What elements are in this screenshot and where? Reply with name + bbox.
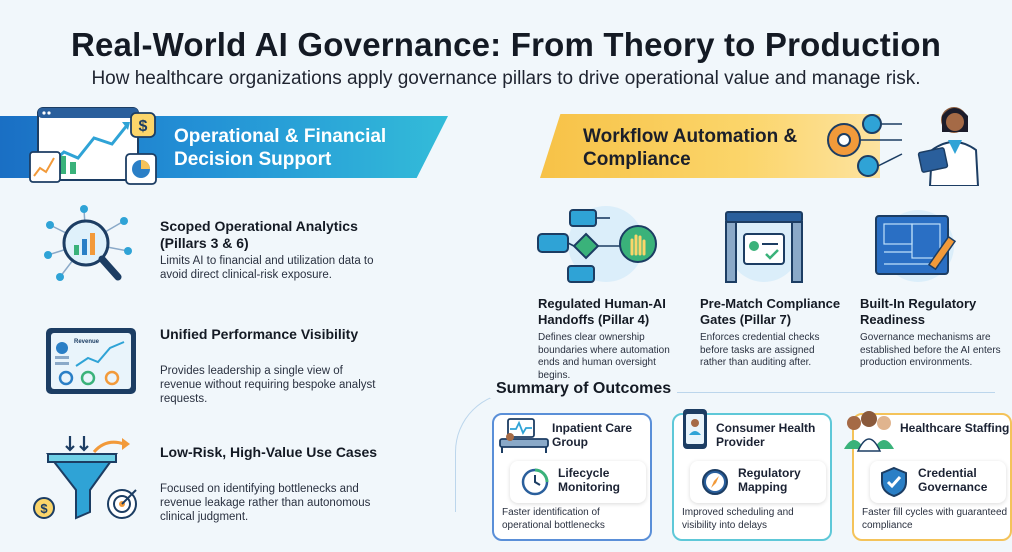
workflow-item-description: Governance mechanisms are established be… — [860, 332, 1001, 368]
workflow-item-title: Pre-Match Compliance Gates (Pillar 7) — [700, 296, 841, 327]
left-item-title: Scoped Operational Analytics (Pillars 3 … — [160, 218, 358, 251]
left-item-description: Limits AI to financial and utilization d… — [160, 255, 374, 281]
summary-connector-line — [455, 392, 995, 512]
card-org-name: Inpatient Care Group — [552, 421, 633, 449]
workflow-item-description: Enforces credential checks before tasks … — [700, 332, 820, 368]
compass-icon — [702, 469, 728, 495]
left-section-title: Operational & Financial Decision Support — [174, 126, 387, 170]
card-result: Faster identification of operational bot… — [502, 507, 605, 531]
magnifier-network-icon — [44, 205, 132, 281]
page-subtitle: How healthcare organizations apply gover… — [91, 68, 921, 89]
card-capability-label: Regulatory Mapping — [738, 466, 801, 494]
care-staff-icon — [844, 411, 894, 452]
card-capability: Credential Governance — [870, 461, 1006, 503]
left-item-description: Provides leadership a single view of rev… — [160, 365, 376, 405]
funnel-target-icon: $ — [33, 436, 137, 520]
card-capability-label: Credential Governance — [918, 466, 988, 494]
page-title: Real-World AI Governance: From Theory to… — [70, 26, 942, 63]
card-result: Improved scheduling and visibility into … — [682, 507, 794, 531]
right-section-title: Workflow Automation & Compliance — [583, 126, 798, 170]
svg-text:$: $ — [139, 118, 148, 135]
summary-title: Summary of Outcomes — [490, 380, 678, 398]
clock-cycle-icon — [521, 468, 549, 496]
right-section-banner — [540, 114, 880, 178]
dashboard-chart-icon — [29, 107, 157, 185]
performance-dashboard-icon: Revenue — [46, 328, 136, 394]
dashboard-mini-label: Revenue — [74, 339, 100, 345]
left-item-title: Low-Risk, High-Value Use Cases — [160, 444, 378, 460]
outcome-card: Consumer Health Provider Regulatory Mapp… — [672, 409, 832, 541]
dollar-coin-icon: $ — [130, 112, 156, 138]
left-item-description: Focused on identifying bottlenecks and r… — [160, 483, 371, 523]
svg-text:$: $ — [40, 501, 48, 516]
hospital-bed-icon — [499, 418, 549, 453]
outcome-card: Inpatient Care Group Lifecycle Monitorin… — [492, 413, 652, 541]
doctor-tablet-icon — [917, 107, 980, 186]
blueprint-pencil-icon — [875, 210, 957, 282]
workflow-item-title: Built-In Regulatory Readiness — [860, 296, 977, 327]
shield-check-icon — [881, 466, 907, 498]
outcome-card: Healthcare Staffing Credential Governanc… — [844, 411, 1012, 541]
flowchart-hand-icon — [537, 206, 657, 283]
card-org-name: Consumer Health Provider — [716, 421, 816, 449]
left-item-title: Unified Performance Visibility — [160, 326, 359, 342]
card-org-name: Healthcare Staffing — [900, 421, 1010, 435]
workflow-item-description: Defines clear ownership boundaries where… — [538, 332, 670, 381]
card-capability: Regulatory Mapping — [690, 461, 826, 503]
card-result: Faster fill cycles with guaranteed compl… — [862, 507, 1008, 531]
card-capability-label: Lifecycle Monitoring — [558, 466, 620, 494]
card-capability: Lifecycle Monitoring — [510, 461, 646, 503]
compliance-gate-icon — [725, 210, 803, 283]
phone-profile-icon — [683, 409, 707, 449]
gears-circuit-icon — [827, 114, 903, 177]
workflow-item-title: Regulated Human-AI Handoffs (Pillar 4) — [538, 296, 666, 327]
